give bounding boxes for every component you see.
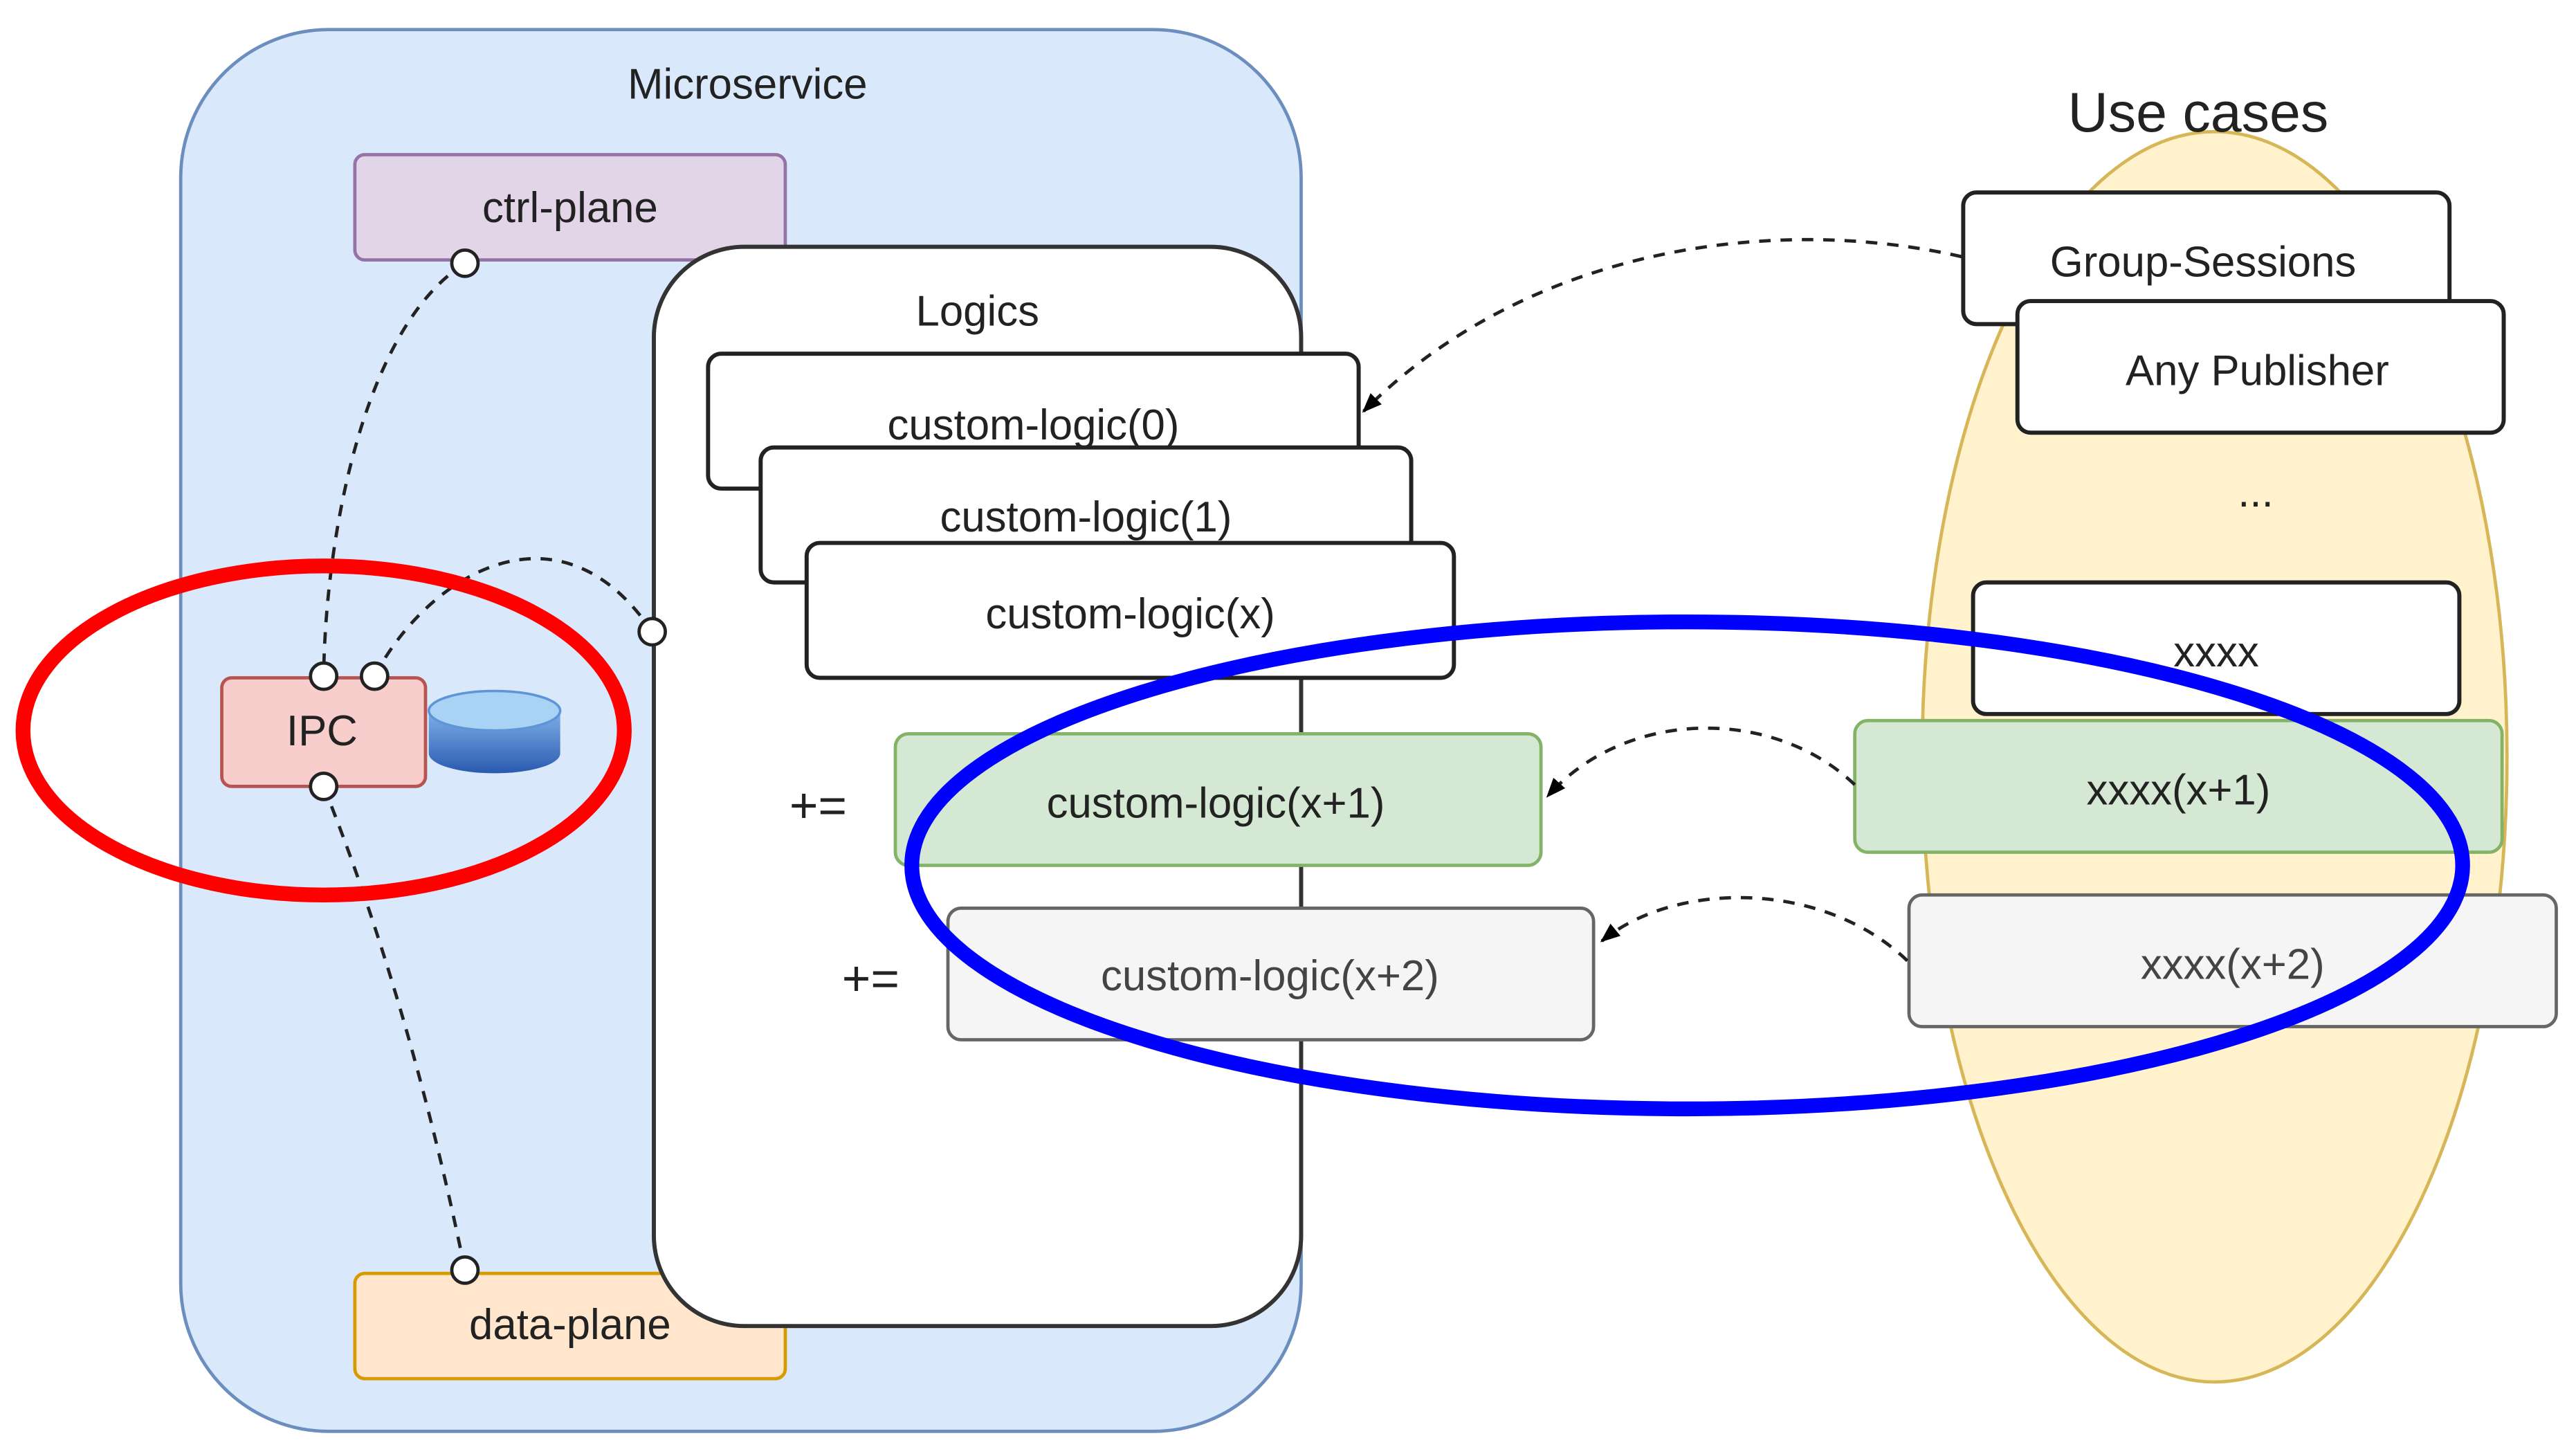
custom-logic-x1-box [893,731,1543,867]
use-cases-title: Use cases [2067,82,2328,144]
ipc-data-plane-connector [322,785,467,1271]
usecase-xxxx-label: xxxx [2173,628,2259,676]
custom-logic-0-label: custom-logic(0) [888,401,1180,449]
custom-logic-x2-label: custom-logic(x+2) [1101,952,1439,1000]
ipc-bottom-port [309,772,339,801]
usecase-xxxx-x1-box [1853,718,2504,854]
add-operator-1: += [789,779,847,834]
blue-highlight-ellipse [904,614,2470,1117]
usecase-any-publisher-label: Any Publisher [2126,347,2389,394]
red-highlight-ellipse [15,558,632,903]
add-operator-2: += [842,951,899,1006]
ctrl-plane-box [353,153,787,262]
ctrl-plane-port [450,248,480,278]
data-plane-port [450,1255,480,1285]
custom-logic-x-box [804,540,1456,680]
usecase-xxxx-x2-box [1907,893,2558,1028]
xxxx-x1-to-custom-logic-x1-arrow [1546,726,1856,798]
logics-title: Logics [916,288,1039,336]
custom-logic-1-label: custom-logic(1) [940,493,1232,541]
custom-logic-x1-label: custom-logic(x+1) [1047,780,1385,828]
usecase-any-publisher-box [2015,299,2506,435]
data-plane-label: data-plane [469,1301,671,1349]
usecase-xxxx-box [1971,580,2462,716]
usecase-xxxx-x1-label: xxxx(x+1) [2086,767,2270,815]
ipc-top-port-right [359,661,390,691]
custom-logic-x2-box [946,906,1596,1041]
ctrl-plane-label: ctrl-plane [482,184,658,232]
database-icon [427,689,562,774]
usecase-ellipsis: ... [2238,468,2273,516]
group-sessions-to-custom-logic-0-arrow [1362,237,1962,413]
xxxx-x2-to-custom-logic-x2-arrow [1600,895,1909,963]
logics-port [637,617,667,647]
usecase-xxxx-x2-label: xxxx(x+2) [2141,941,2325,989]
microservice-title: Microservice [628,61,867,109]
custom-logic-x-label: custom-logic(x) [985,590,1275,638]
ctrl-plane-ipc-connector [322,262,466,677]
ipc-top-port-left [309,661,339,691]
ipc-logics-connector [373,556,654,677]
usecase-group-sessions-label: Group-Sessions [2050,238,2357,286]
ipc-label: IPC [286,707,358,755]
